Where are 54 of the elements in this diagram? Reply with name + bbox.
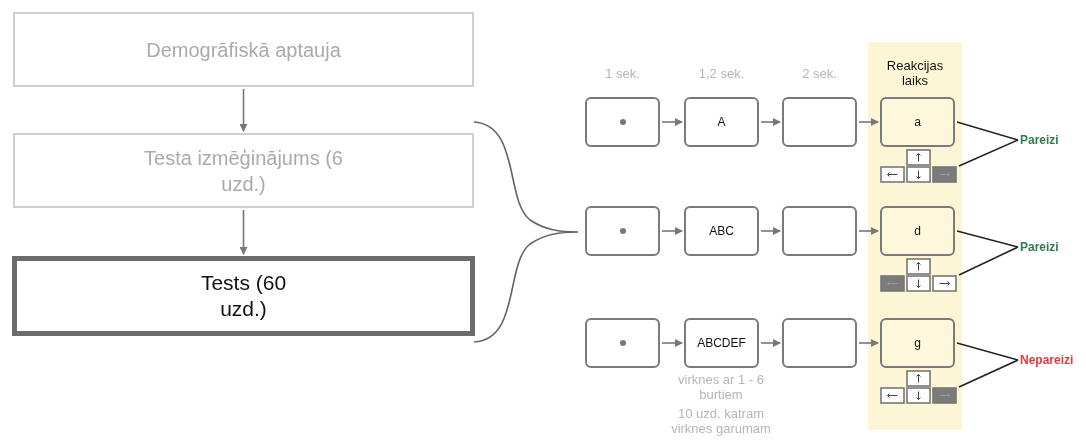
arrow	[760, 227, 781, 235]
connector-line	[958, 359, 1019, 388]
node-text: Demogrāfiskā aptauja	[146, 37, 341, 63]
arrow-keys-drawing	[880, 149, 957, 183]
step-box	[13, 12, 474, 87]
step-box	[12, 256, 475, 336]
node-text: Testa izmēģinājums (6 uzd.)	[143, 145, 344, 197]
arrow	[661, 227, 683, 235]
screen-box	[782, 206, 857, 256]
duration-label: 1 sek.	[604, 66, 641, 81]
node-text: a	[914, 114, 921, 130]
arrow-keys-drawing	[880, 370, 957, 404]
duration-label: 2 sek.	[801, 66, 838, 81]
arrow	[239, 209, 248, 255]
note-text: virknes ar 1 - 6 burtiem	[677, 372, 765, 402]
note-text: 10 uzd. katram virknes garumam	[670, 406, 772, 436]
node-text: A	[717, 114, 726, 130]
node-text: g	[914, 335, 921, 351]
node-text: d	[914, 223, 921, 239]
response-box	[880, 206, 955, 256]
outcome-label: Pareizi	[1020, 132, 1059, 148]
response-box	[880, 318, 955, 368]
arrow	[239, 88, 248, 132]
node-text: ABC	[709, 223, 734, 239]
arrow	[760, 118, 781, 126]
arrow	[858, 227, 879, 235]
connector-line	[956, 121, 1019, 141]
arrow	[858, 339, 879, 347]
step-box	[13, 133, 474, 208]
screen-box	[585, 97, 660, 147]
screen-box	[684, 318, 759, 368]
arrow-keys-drawing	[880, 258, 957, 292]
screen-box	[585, 206, 660, 256]
node-text: Tests (60 uzd.)	[200, 270, 287, 322]
screen-box	[585, 318, 660, 368]
connector-line	[956, 230, 1019, 248]
screen-box	[684, 206, 759, 256]
column-heading: Reakcijas laiks	[885, 58, 945, 88]
screen-box	[782, 97, 857, 147]
outcome-label: Nepareizi	[1020, 352, 1074, 368]
response-column-band	[868, 42, 962, 430]
duration-label: 1,2 sek.	[697, 66, 746, 81]
connector-line	[958, 139, 1019, 167]
arrow	[661, 339, 683, 347]
connector-line	[956, 342, 1019, 361]
arrow	[661, 118, 683, 126]
screen-box	[782, 318, 857, 368]
outcome-label: Pareizi	[1020, 239, 1059, 255]
arrow	[760, 339, 781, 347]
response-box	[880, 97, 955, 147]
connector-line	[958, 246, 1019, 276]
screen-box	[684, 97, 759, 147]
arrow	[858, 118, 879, 126]
node-text: ABCDEF	[697, 335, 746, 351]
